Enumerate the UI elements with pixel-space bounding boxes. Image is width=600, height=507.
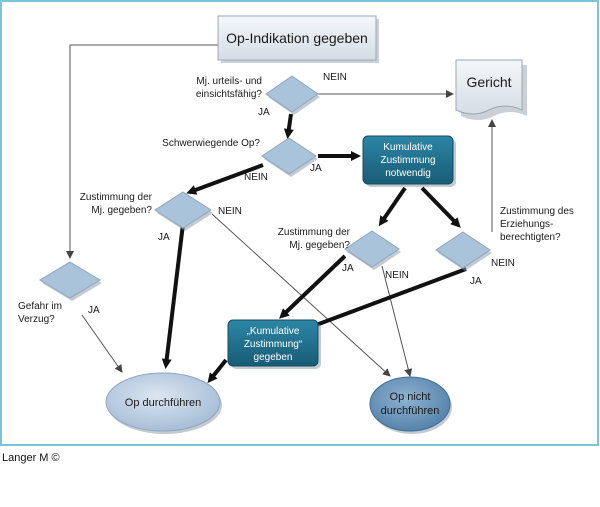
serious-no-label: NEIN: [244, 172, 268, 183]
perform-label: Op durchführen: [125, 397, 201, 409]
q-danger-line-2: Verzug?: [18, 314, 55, 325]
start-label: Op-Indikation gegeben: [226, 30, 368, 46]
cumulative-given-line-3: gegeben: [254, 352, 293, 363]
capable-no-label: NEIN: [323, 72, 347, 83]
credit-text: Langer M ©: [2, 452, 60, 464]
q-consent-b-line-2: Mj. gegeben?: [289, 240, 350, 251]
start-box: Op-Indikation gegeben: [217, 15, 379, 63]
q-danger-line-1: Gefahr im: [18, 301, 62, 312]
cumulative-required-box: Kumulative Zustimmung notwendig: [362, 135, 456, 187]
consent-a-yes-label: JA: [158, 232, 170, 243]
q-consent-b-line-1: Zustimmung der: [278, 227, 351, 238]
edge-capable-yes-to-serious: [283, 113, 294, 139]
edge-given-to-perform: [207, 358, 228, 384]
q-consent-a-line-1: Zustimmung der: [80, 192, 153, 203]
not-perform-ellipse: Op nicht durchführen: [369, 376, 452, 434]
q-guardian-line-1: Zustimmung des: [500, 206, 574, 217]
q-guardian-line-3: berechtigten?: [500, 232, 561, 243]
edge-cumulative-to-consent-b: [378, 186, 407, 227]
cumulative-given-line-1: „Kumulative: [247, 326, 300, 337]
q-serious-label: Schwerwiegende Op?: [162, 138, 260, 149]
consent-b-no-label: NEIN: [385, 270, 409, 281]
edge-consent-a-yes-to-perform: [161, 223, 185, 369]
not-perform-line-2: durchführen: [381, 405, 440, 417]
edge-consent-a-no-to-not-perform: [211, 213, 391, 377]
flowchart: Op-Indikation gegeben Gericht Kumulative…: [0, 0, 599, 446]
guardian-yes-label: JA: [470, 276, 482, 287]
diamond-consent-b: [344, 230, 401, 270]
diamond-consent-a: [154, 191, 213, 231]
q-consent-a-line-2: Mj. gegeben?: [91, 205, 152, 216]
diamond-serious: [261, 137, 318, 177]
q-capable-line-1: Mj. urteils- und: [196, 76, 262, 87]
consent-b-yes-label: JA: [342, 263, 354, 274]
diamond-guardian: [435, 231, 492, 271]
edge-consent-b-yes-to-given: [279, 254, 347, 319]
edge-guardian-yes-to-given: [304, 267, 467, 331]
guardian-no-label: NEIN: [491, 258, 515, 269]
edge-serious-no-to-consent-a: [186, 163, 264, 195]
edge-consent-b-no-to-not-perform: [381, 265, 413, 377]
court-label: Gericht: [466, 74, 511, 90]
cumulative-given-line-2: Zustimmung“: [244, 339, 302, 350]
perform-ellipse: Op durchführen: [105, 372, 222, 434]
danger-yes-label: JA: [88, 305, 100, 316]
edge-danger-yes-to-perform: [81, 314, 123, 373]
cumulative-required-line-1: Kumulative: [383, 142, 433, 153]
cumulative-required-line-3: notwendig: [385, 168, 431, 179]
edge-cumulative-to-guardian: [420, 186, 461, 228]
cumulative-required-line-2: Zustimmung: [380, 155, 435, 166]
serious-yes-label: JA: [310, 163, 322, 174]
consent-a-no-label: NEIN: [218, 206, 242, 217]
diamond-danger: [39, 261, 102, 301]
q-guardian-line-2: Erziehungs-: [500, 219, 553, 230]
diamond-capable: [265, 75, 320, 115]
capable-yes-label: JA: [258, 107, 270, 118]
cumulative-given-box: „Kumulative Zustimmung“ gegeben: [227, 319, 321, 369]
not-perform-line-1: Op nicht: [390, 391, 431, 403]
court-document: Gericht: [455, 59, 527, 120]
edge-start-to-danger: [66, 44, 218, 259]
q-capable-line-2: einsichtsfähig?: [196, 89, 263, 100]
